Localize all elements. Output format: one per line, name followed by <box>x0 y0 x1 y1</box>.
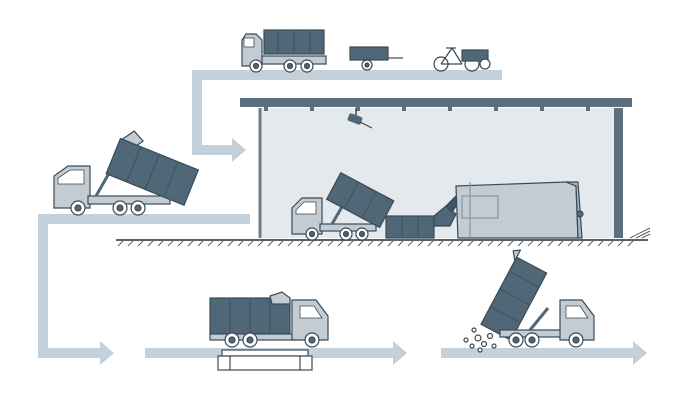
left-drop-arrow <box>38 214 48 358</box>
weighbridge-icon <box>217 349 313 371</box>
roof-brackets <box>264 106 590 111</box>
hall-right-pillar <box>614 108 623 238</box>
bottom-right-arrow <box>441 348 633 358</box>
hook-lift-truck-icon <box>53 130 200 216</box>
bottom-left-arrow <box>38 348 100 358</box>
dumping-truck-icon <box>463 249 595 353</box>
camera-icon <box>347 108 373 129</box>
weighbridge-truck-icon <box>209 291 329 348</box>
ramp-hatch <box>629 227 651 239</box>
top-drop-arrow <box>192 70 202 155</box>
trailer-icon <box>349 46 403 71</box>
top-lane-arrow <box>192 70 502 80</box>
top-into-hall-arrow <box>192 145 232 155</box>
top-arrowhead-icon <box>232 138 246 162</box>
small-tipper-truck-icon <box>241 29 327 73</box>
bottom-middle-arrowhead-icon <box>393 341 407 365</box>
spilled-waste-icon <box>463 327 497 353</box>
ground-line <box>116 227 651 247</box>
bottom-left-arrowhead-icon <box>100 341 114 365</box>
compactor-icon <box>385 181 584 239</box>
tipping-truck-in-hall-icon <box>291 171 395 241</box>
cargo-bike-icon <box>433 47 491 72</box>
hall-roof <box>240 98 632 107</box>
left-exit-arrow <box>38 214 250 224</box>
bottom-right-arrowhead-icon <box>633 341 647 365</box>
